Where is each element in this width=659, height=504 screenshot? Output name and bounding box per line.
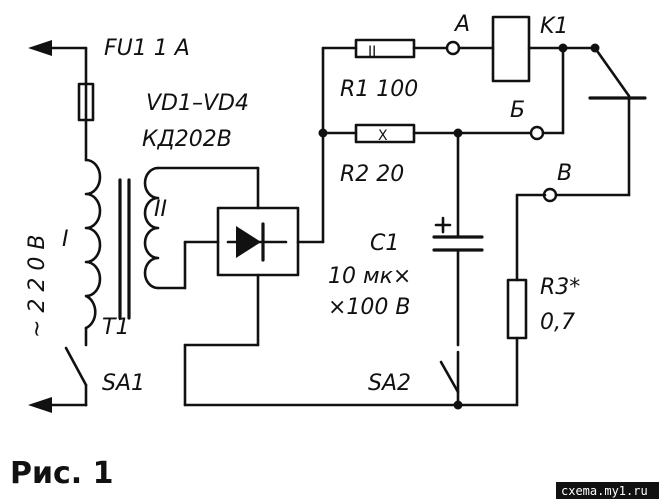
diode-bridge-vd1-vd4 xyxy=(183,206,325,407)
label-k1: K1 xyxy=(540,14,568,39)
transformer-primary-winding xyxy=(84,158,102,347)
capacitor-c1 xyxy=(432,131,484,347)
label-c1-capacitance: 10 мк× xyxy=(328,264,411,289)
label-sa2: SA2 xyxy=(368,371,411,396)
bottom-rail xyxy=(84,400,519,410)
label-r2: R2 20 xyxy=(340,162,404,187)
mains-input-bottom-arrow xyxy=(28,397,88,413)
switch-sa1 xyxy=(64,346,88,407)
positive-rail xyxy=(318,46,328,244)
label-mains-voltage: ~ 2 2 0 B xyxy=(25,235,50,339)
label-r2-mark: X xyxy=(378,128,388,144)
switch-sa2 xyxy=(439,350,460,407)
label-r3-value: 0,7 xyxy=(540,310,575,335)
figure-caption: Рис. 1 xyxy=(10,456,114,491)
resistor-r2 xyxy=(321,123,533,144)
fuse-fu1 xyxy=(77,46,95,162)
resistor-r3 xyxy=(506,193,547,407)
resistor-r1 xyxy=(321,38,449,59)
label-r1-mark: II xyxy=(368,44,376,60)
label-terminal-b: Б xyxy=(510,98,525,123)
watermark-site: cxema.my1.ru xyxy=(561,484,648,498)
transformer-core xyxy=(118,178,131,320)
label-c1: C1 xyxy=(370,231,399,256)
label-sa1: SA1 xyxy=(102,371,145,396)
label-c1-voltage: ×100 B xyxy=(328,295,411,320)
watermark-background xyxy=(556,482,659,499)
label-diodes: VD1–VD4 xyxy=(146,91,249,116)
label-t1: T1 xyxy=(102,315,129,340)
label-terminal-a: A xyxy=(453,12,470,37)
transformer-secondary-winding xyxy=(143,166,260,290)
label-r3: R3* xyxy=(540,275,580,300)
label-winding-ii: II xyxy=(154,197,167,222)
label-r1: R1 100 xyxy=(340,77,418,102)
relay-k1 xyxy=(457,15,647,197)
terminal-a xyxy=(445,40,461,56)
label-diode-type: КД202В xyxy=(142,127,232,152)
label-winding-i: I xyxy=(62,227,69,252)
label-fuse: FU1 1 A xyxy=(104,36,190,61)
label-terminal-v: B xyxy=(557,161,572,186)
terminal-b xyxy=(529,125,545,141)
mains-input-top-arrow xyxy=(28,40,88,56)
